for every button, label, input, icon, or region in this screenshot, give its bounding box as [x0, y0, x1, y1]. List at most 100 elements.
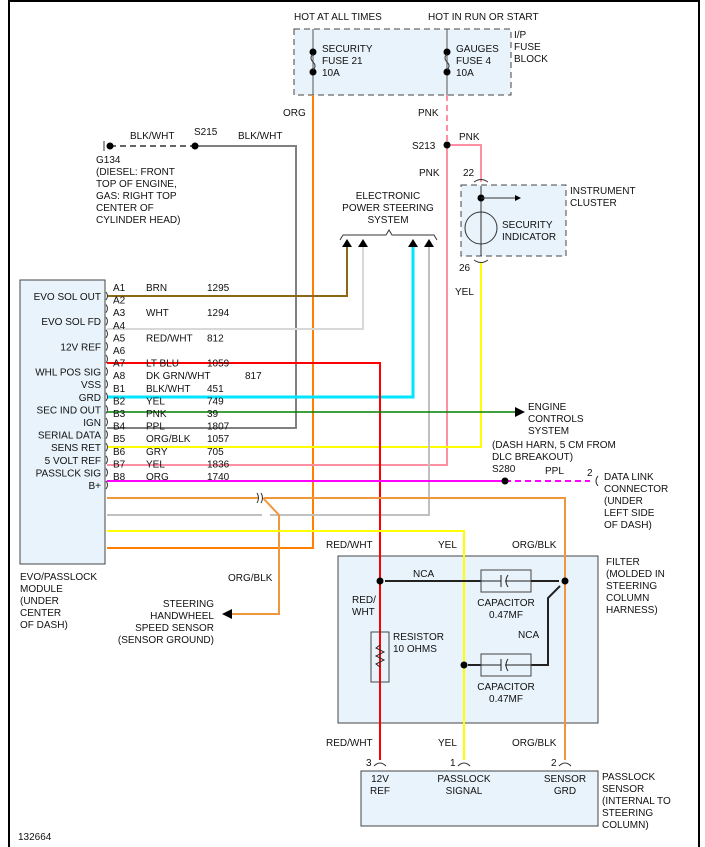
eps-system-label: ELECTRONIC — [356, 191, 420, 202]
gauges-fuse-label: 10A — [456, 68, 474, 79]
wire-color-label: PPL — [146, 422, 165, 433]
passlock-sensor-name: PASSLOCK — [602, 772, 655, 783]
module-pin-number: B4 — [113, 422, 126, 433]
wire-color-label: DK GRN/WHT — [146, 371, 210, 382]
filter-name: COLUMN — [606, 593, 649, 604]
module-pin-number: B1 — [113, 384, 126, 395]
sensor-connector-icon — [373, 762, 387, 767]
module-pin-function: EVO SOL FD — [41, 317, 101, 328]
resistor-icon — [374, 644, 386, 668]
g134-location: CENTER OF — [96, 203, 154, 214]
engine-controls-label: CONTROLS — [528, 414, 584, 425]
speed-sensor-label: SPEED SENSOR — [135, 623, 214, 634]
resistor-label: RESISTOR — [393, 632, 444, 643]
capacitor-2-label: CAPACITOR — [477, 682, 534, 693]
circuit-number: 1057 — [207, 434, 230, 445]
module-name: CENTER — [20, 608, 61, 619]
nca-line-mid — [531, 585, 561, 666]
instrument-cluster-name: CLUSTER — [570, 198, 617, 209]
wire-brn-a1 — [107, 247, 348, 297]
fuse-terminal-dot — [443, 48, 451, 56]
nca-label: NCA — [413, 569, 434, 580]
wire-orgblk-b5 — [264, 497, 566, 760]
capacitor-icon — [481, 574, 531, 588]
orgblk-wire-label: ORG/BLK — [512, 738, 557, 749]
pnk-wire-label: PNK — [459, 132, 480, 143]
security-fuse-label: 10A — [322, 68, 340, 79]
fuse-terminal-dot — [443, 68, 451, 76]
filter-name: STEERING — [606, 581, 657, 592]
module-pin-function: PASSLCK SIG — [36, 468, 102, 479]
module-pin-number: A1 — [113, 283, 126, 294]
eps-system-label: POWER STEERING — [342, 203, 434, 214]
security-indicator-label: INDICATOR — [502, 232, 556, 243]
module-pin-function: IGN — [83, 418, 101, 429]
redwht-inner-label: WHT — [352, 607, 375, 618]
fuse-icon — [310, 53, 316, 71]
module-pin-function: VSS — [81, 380, 101, 391]
wire-yel-b7 — [107, 530, 465, 760]
wire-color-label: YEL — [146, 459, 165, 470]
module-connector-icon — [105, 354, 108, 364]
passlock-sensor-name: SENSOR — [602, 784, 644, 795]
ground-g134 — [106, 142, 114, 150]
splice-s280-label: S280 — [492, 464, 516, 475]
wire-color-label: WHT — [146, 308, 169, 319]
evo-passlock-module-box — [19, 279, 106, 565]
instrument-cluster-name: INSTRUMENT — [570, 186, 636, 197]
wire-color-label: ORG/BLK — [146, 434, 191, 445]
module-pin-function: 12V REF — [60, 342, 101, 353]
connector-26-icon — [473, 259, 489, 263]
module-pin-number: A5 — [113, 333, 126, 344]
sensor-connector-icon — [558, 762, 572, 767]
splice-s215 — [191, 142, 199, 150]
circuit-number: 705 — [207, 447, 224, 458]
module-pin-function: 5 VOLT REF — [45, 456, 101, 467]
splice-s280 — [501, 477, 509, 485]
speed-sensor-label: HANDWHEEL — [150, 611, 214, 622]
filter-junction — [561, 577, 569, 585]
fuse-block-name: FUSE — [514, 42, 541, 53]
module-connector-icon — [105, 342, 108, 351]
circuit-number: 1740 — [207, 472, 230, 483]
arrow-right-icon — [515, 195, 521, 201]
terminal-sensor-grd: GRD — [554, 786, 576, 797]
dlc-note: DLC BREAKOUT) — [492, 452, 573, 463]
filter-name: HARNESS) — [606, 605, 658, 616]
g134-location: (DIESEL: FRONT — [96, 167, 175, 178]
module-pin-number: A7 — [113, 359, 126, 370]
yel-wire-label: YEL — [438, 540, 457, 551]
circuit-number: 812 — [207, 333, 224, 344]
module-pin-number: B8 — [113, 472, 126, 483]
dlc-connector-icon — [595, 475, 599, 487]
splice-s213 — [443, 141, 451, 149]
module-connector-icon — [105, 367, 108, 376]
passlock-sensor-box — [360, 770, 599, 827]
sensor-connector-icon — [457, 762, 471, 767]
wire-pnk-b3 — [107, 145, 448, 466]
speed-sensor-label: (SENSOR GROUND) — [118, 635, 214, 646]
cluster-pin-22: 22 — [463, 168, 475, 179]
sensor-pin-2: 2 — [551, 758, 557, 769]
wire-color-label: YEL — [146, 396, 165, 407]
filter-junction — [460, 661, 468, 669]
diagram-frame — [8, 0, 700, 847]
module-connector-icon — [105, 379, 108, 389]
g134-location: G134 — [96, 155, 121, 166]
terminal-sensor-grd: SENSOR — [544, 774, 586, 785]
cluster-pin-26: 26 — [459, 263, 471, 274]
module-pin-number: A2 — [113, 296, 126, 307]
inline-connector-icon — [256, 492, 263, 504]
eps-bracket — [339, 229, 438, 241]
arrow-left-icon — [222, 609, 232, 619]
module-connector-icon — [105, 405, 108, 414]
wire-color-label: RED/WHT — [146, 333, 193, 344]
org-wire-label: ORG — [283, 108, 306, 119]
module-connector-icon — [105, 480, 108, 490]
wire-color-label: BLK/WHT — [146, 384, 190, 395]
circuit-number: 1059 — [207, 359, 230, 370]
g134-location: GAS: RIGHT TOP — [96, 191, 177, 202]
module-name: (UNDER — [20, 596, 59, 607]
nca-label: NCA — [518, 630, 539, 641]
terminal-passlock-signal: SIGNAL — [446, 786, 483, 797]
